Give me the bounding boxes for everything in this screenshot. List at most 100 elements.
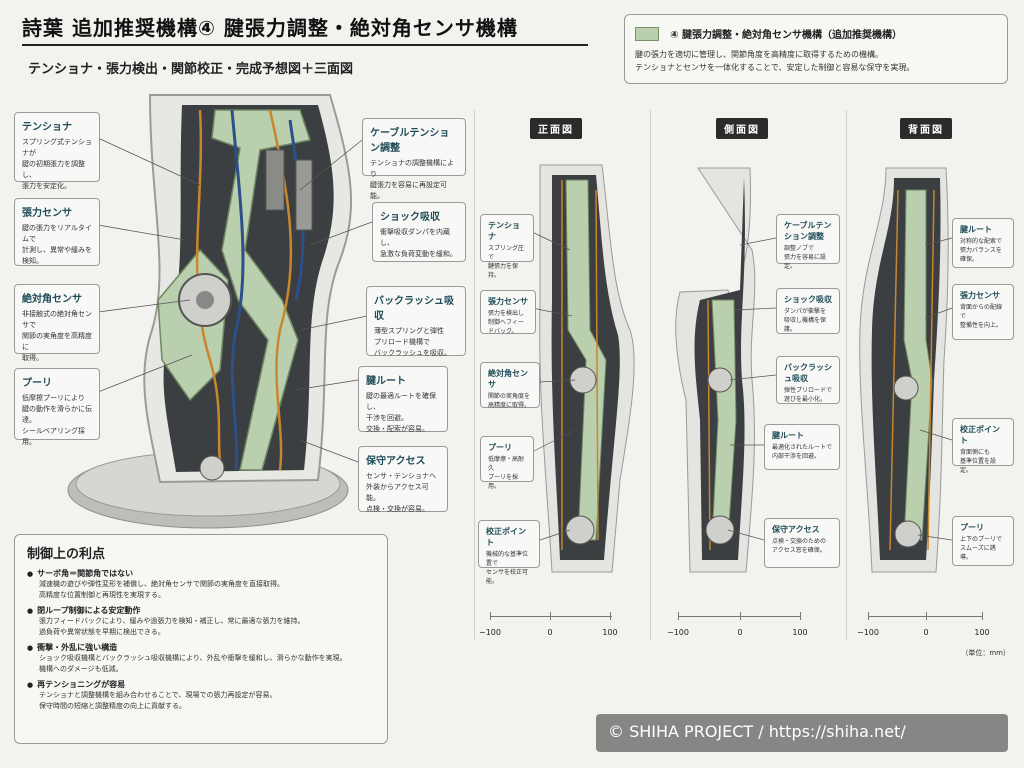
callout-title: 腱ルート xyxy=(772,431,804,440)
callout-description: 機械的な基準位置で センサを校正可能。 xyxy=(486,551,529,585)
advantage-item: サーボ角＝関節角ではない 減速機の遊びや弾性変形を補償し、絶対角センサで関節の実… xyxy=(27,568,375,601)
advantage-item: 閉ループ制御による安定動作 張力フィードバックにより、緩みや過張力を検知・補正し… xyxy=(27,605,375,638)
front-view-label: 正面図 xyxy=(530,118,582,139)
scale-tick-label: 0 xyxy=(923,628,929,637)
callout-description: 調整ノブで 張力を容易に設定。 xyxy=(784,245,827,270)
green-frame-plate xyxy=(211,109,311,471)
callout-description: 背面からの配線で 整備性を向上。 xyxy=(960,304,1003,329)
callout-title: 絶対角センサ xyxy=(22,294,82,305)
lower-pulley xyxy=(199,455,225,481)
scale-tick-label: 0 xyxy=(547,628,553,637)
blue-cable xyxy=(288,119,305,301)
callout-title: 校正ポイント xyxy=(960,425,1000,445)
callout-description: 低摩擦・高耐久 プーリを採用。 xyxy=(488,456,525,490)
callout-title: 腱ルート xyxy=(366,376,406,387)
copyright-watermark: © SHIHA PROJECT / https://shiha.net/ xyxy=(596,714,1008,752)
advantage-heading: 衝撃・外乱に強い構造 xyxy=(27,642,375,653)
callout-description: 弾性プリロードで 遊びを最小化。 xyxy=(784,387,833,403)
control-advantages-panel: 制御上の利点 サーボ角＝関節角ではない 減速機の遊びや弾性変形を補償し、絶対角セ… xyxy=(14,534,388,744)
callout-title: 校正ポイント xyxy=(486,527,526,547)
callout-description: 背面側にも 基準位置を設定。 xyxy=(960,449,997,474)
callout-description: 対称的な配索で 張力バランスを確保。 xyxy=(960,238,1003,263)
main-pulley xyxy=(178,273,232,327)
callout-description: スプリング式テンショナが 腱の初期張力を調整し、 張力を安定化。 xyxy=(22,138,92,190)
legend-line: 腱の張力を適切に管理し、関節角度を高精度に取得するための機構。 xyxy=(635,50,883,59)
callout-description: 張力を検出し 制御へフィードバック。 xyxy=(488,310,525,335)
tensioner-spring xyxy=(265,149,285,211)
callout-tensioner: テンショナ スプリング式テンショナが 腱の初期張力を調整し、 張力を安定化。 xyxy=(14,112,100,190)
callout-title: バックラッシュ吸収 xyxy=(784,363,832,383)
green-side-bracket xyxy=(157,248,229,402)
callout-tendon-route: 腱ルート 腱の最適ルートを確保し、 干渉を回避。 交換・配索が容易。 xyxy=(358,366,448,433)
callout-absolute-angle-sensor: 絶対角センサ 非接触式の絶対角センサで 関節の実角度を高精度に 取得。 xyxy=(14,284,100,362)
front-scale-bar: −100 0 100 xyxy=(479,606,618,646)
callout-description: 点検・交換のための アクセス窓を確保。 xyxy=(772,538,827,554)
front-callout-calibration-point: 校正ポイント 機械的な基準位置で センサを校正可能。 xyxy=(478,520,540,585)
callout-description: 上下のプーリで スムーズに誘導。 xyxy=(960,536,1003,561)
back-view-label: 背面図 xyxy=(900,118,952,139)
callout-title: バックラッシュ吸収 xyxy=(374,296,454,322)
callout-pulley: プーリ 低摩擦プーリにより 腱の動作を滑らかに伝達。 シールベアリング採用。 xyxy=(14,368,100,446)
side-view-drawing xyxy=(675,167,756,573)
scale-tick-label: −100 xyxy=(667,628,689,637)
page-title: 詩葉 追加推奨機構④ 腱張力調整・絶対角センサ機構 xyxy=(22,16,518,40)
front-callout-pulley: プーリ 低摩擦・高耐久 プーリを採用。 xyxy=(480,436,534,490)
legend-description: 腱の張力を適切に管理し、関節角度を高精度に取得するための機構。 テンショナとセン… xyxy=(635,48,997,74)
advantage-body: ショック吸収機構とバックラッシュ吸収機構により、外乱や衝撃を緩和し、滑らかな動作… xyxy=(39,654,347,673)
callout-cable-tension-adjust: ケーブルテンション調整 テンショナの調整機構により 腱張力を容易に再設定可能。 xyxy=(362,118,466,200)
callout-title: プーリ xyxy=(22,378,52,389)
side-view-label: 側面図 xyxy=(716,118,768,139)
blue-cable xyxy=(230,109,245,471)
front-view-drawing xyxy=(539,164,635,573)
base-plate-top xyxy=(75,451,341,517)
advantage-body: 張力フィードバックにより、緩みや過張力を検知・補正し、常に最適な張力を維持。 過… xyxy=(39,617,305,636)
callout-title: プーリ xyxy=(960,523,984,532)
back-view-drawing xyxy=(859,167,949,573)
callout-description: 非接触式の絶対角センサで 関節の実角度を高精度に 取得。 xyxy=(22,310,92,362)
callout-title: テンショナ xyxy=(488,221,520,241)
back-callout-tendon-route: 腱ルート 対称的な配索で 張力バランスを確保。 xyxy=(952,218,1014,268)
callout-description: 低摩擦プーリにより 腱の動作を滑らかに伝達。 シールベアリング採用。 xyxy=(22,394,92,446)
callout-backlash-absorption: バックラッシュ吸収 薄型スプリングと弾性 プリロード機構で バックラッシュを吸収… xyxy=(366,286,466,357)
callout-title: 張力センサ xyxy=(960,291,1000,300)
legend-title: ④ 腱張力調整・絶対角センサ機構（追加推奨機構） xyxy=(670,30,903,41)
page-subtitle: テンショナ・張力検出・関節校正・完成予想図＋三面図 xyxy=(28,62,354,77)
scale-tick-label: 100 xyxy=(792,628,808,637)
callout-title: テンショナ xyxy=(22,122,72,133)
callout-title: プーリ xyxy=(488,443,512,452)
callout-title: 張力センサ xyxy=(22,208,72,219)
advantages-title: 制御上の利点 xyxy=(27,547,106,562)
title-divider xyxy=(22,44,588,46)
main-pulley-hub xyxy=(196,291,214,309)
callout-shock-absorption: ショック吸収 衝撃吸収ダンパを内蔵し、 急激な負荷変動を緩和。 xyxy=(372,202,466,262)
advantage-item: 衝撃・外乱に強い構造 ショック吸収機構とバックラッシュ吸収機構により、外乱や衝撃… xyxy=(27,642,375,675)
view-divider xyxy=(650,110,651,640)
front-callout-tensioner: テンショナ スプリング圧で 腱張力を保持。 xyxy=(480,214,534,279)
scale-tick-label: −100 xyxy=(857,628,879,637)
callout-title: 張力センサ xyxy=(488,297,528,306)
callout-description: 最適化されたルートで 内部干渉を回避。 xyxy=(772,444,833,460)
back-callout-tension-sensor: 張力センサ 背面からの配線で 整備性を向上。 xyxy=(952,284,1014,340)
callout-tension-sensor: 張力センサ 腱の張力をリアルタイムで 計測し、異常や緩みを 検知。 xyxy=(14,198,100,266)
scale-tick-label: 0 xyxy=(737,628,743,637)
leg-interior xyxy=(163,105,334,472)
advantage-heading: 閉ループ制御による安定動作 xyxy=(27,605,375,616)
back-callout-calibration-point: 校正ポイント 背面側にも 基準位置を設定。 xyxy=(952,418,1014,474)
callout-description: 関節の実角度を 高精度に取得。 xyxy=(488,393,531,409)
callout-title: ショック吸収 xyxy=(380,212,440,223)
scale-tick-label: −100 xyxy=(479,628,501,637)
callout-description: テンショナの調整機構により 腱張力を容易に再設定可能。 xyxy=(370,159,454,200)
back-callout-pulley: プーリ 上下のプーリで スムーズに誘導。 xyxy=(952,516,1014,566)
view-divider xyxy=(474,110,475,640)
callout-description: 腱の最適ルートを確保し、 干渉を回避。 交換・配索が容易。 xyxy=(366,392,436,433)
advantage-heading: 再テンショニングが容易 xyxy=(27,679,375,690)
orange-cable xyxy=(268,109,293,471)
legend-box: ④ 腱張力調整・絶対角センサ機構（追加推奨機構） 腱の張力を適切に管理し、関節角… xyxy=(624,14,1008,84)
scale-tick-label: 100 xyxy=(974,628,990,637)
callout-description: センサ・テンショナへ 外装からアクセス可能。 点検・交換が容易。 xyxy=(366,472,436,513)
front-callout-tension-sensor: 張力センサ 張力を検出し 制御へフィードバック。 xyxy=(480,290,536,335)
leg-outer-shell xyxy=(143,94,353,484)
callout-title: ケーブルテンション調整 xyxy=(784,221,832,241)
legend-swatch xyxy=(635,26,659,41)
callout-description: 薄型スプリングと弾性 プリロード機構で バックラッシュを吸収。 xyxy=(374,327,451,357)
